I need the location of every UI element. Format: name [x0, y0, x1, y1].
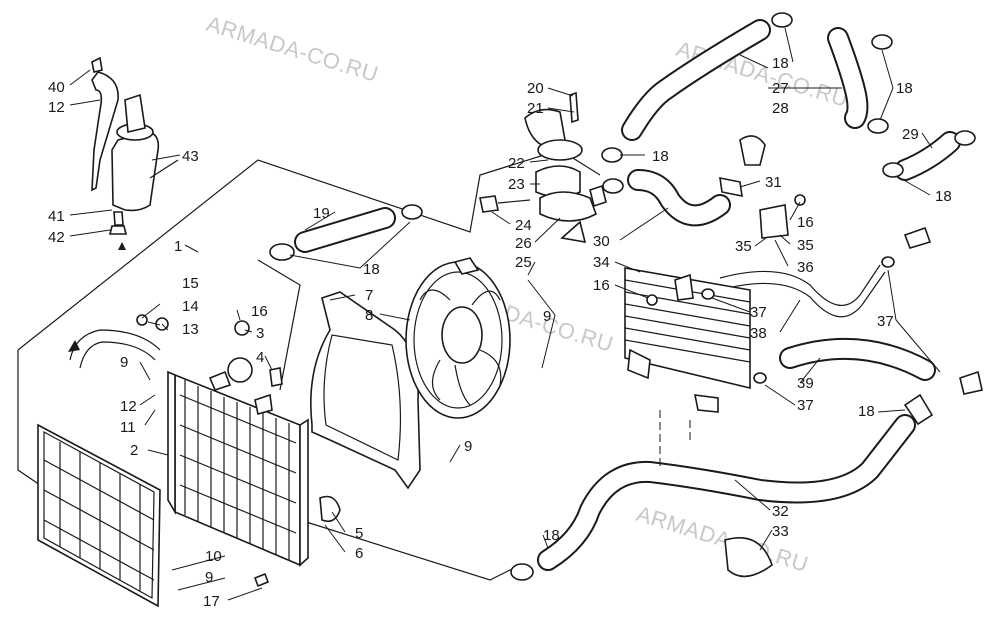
callout-label: 2 [130, 442, 138, 459]
hose-32 [537, 414, 916, 571]
callout-label: 16 [593, 277, 610, 294]
callout-label: 18 [543, 527, 560, 544]
callout-label: 7 [365, 287, 373, 304]
radiator [167, 357, 309, 588]
callout-label: 12 [120, 398, 137, 415]
callout-label: 29 [902, 126, 919, 143]
callout-label: 33 [772, 523, 789, 540]
callout-label: 8 [365, 307, 373, 324]
hose-30 [627, 169, 731, 227]
callout-label: 37 [877, 313, 894, 330]
coolant-reservoir [91, 56, 179, 235]
callout-label: 43 [182, 148, 199, 165]
callout-label: 34 [593, 254, 610, 271]
callout-label: 22 [508, 155, 525, 172]
callout-label: 9 [543, 308, 551, 325]
callout-label: 18 [652, 148, 669, 165]
callout-label: 13 [182, 321, 199, 338]
callout-label: 15 [182, 275, 199, 292]
fittings [136, 135, 983, 578]
callout-label: 9 [120, 354, 128, 371]
callout-label: 35 [735, 238, 752, 255]
callout-label: 28 [772, 100, 789, 117]
callout-label: 37 [750, 304, 767, 321]
callout-label: 4 [256, 349, 264, 366]
leader-lines [69, 27, 941, 601]
hose-29 [894, 131, 961, 181]
callout-label: 25 [515, 254, 532, 271]
callout-label: 19 [313, 205, 330, 222]
callout-label: 11 [120, 419, 136, 436]
callout-label: 39 [797, 375, 814, 392]
radiator-screen [37, 423, 161, 608]
callout-label: 3 [256, 325, 264, 342]
callout-label: 1 [174, 238, 182, 255]
hose-clamps [269, 12, 976, 581]
callout-numbers: 40 12 43 41 42 1 15 14 13 16 3 4 9 12 11… [48, 55, 952, 610]
thermostat-housing [479, 91, 607, 243]
callout-label: 18 [896, 80, 913, 97]
hose-27 [621, 19, 771, 141]
callout-label: 27 [772, 80, 789, 97]
callout-label: 14 [182, 298, 199, 315]
callout-label: 26 [515, 235, 532, 252]
direction-arrows [68, 242, 126, 352]
callout-label: 10 [205, 548, 222, 565]
callout-label: 18 [363, 261, 380, 278]
callout-label: 9 [464, 438, 472, 455]
engine-reference [659, 410, 691, 470]
callout-label: 17 [203, 593, 220, 610]
watermark: ARMADA-CO.RU [204, 11, 382, 87]
callout-label: 5 [355, 525, 363, 542]
cooling-fan [405, 257, 511, 419]
oil-cooler [624, 267, 751, 413]
callout-label: 23 [508, 176, 525, 193]
callout-label: 20 [527, 80, 544, 97]
callout-label: 37 [797, 397, 814, 414]
callout-label: 31 [765, 174, 782, 191]
callout-label: 12 [48, 99, 65, 116]
callout-label: 18 [935, 188, 952, 205]
callout-label: 42 [48, 229, 65, 246]
hose-38 [719, 264, 886, 318]
callout-label: 16 [251, 303, 268, 320]
callout-label: 38 [750, 325, 767, 342]
callout-label: 32 [772, 503, 789, 520]
callout-label: 21 [527, 100, 544, 117]
callout-label: 30 [593, 233, 610, 250]
callout-label: 41 [48, 208, 65, 225]
callout-label: 18 [858, 403, 875, 420]
hose-28 [827, 27, 869, 129]
callout-label: 36 [797, 259, 814, 276]
callout-label: 16 [797, 214, 814, 231]
hose-19 [294, 207, 396, 253]
hose-39 [779, 337, 936, 381]
bypass-hose [69, 329, 161, 369]
callout-label: 24 [515, 217, 532, 234]
callout-label: 18 [772, 55, 789, 72]
callout-label: 9 [205, 569, 213, 586]
callout-label: 35 [797, 237, 814, 254]
callout-label: 6 [355, 545, 363, 562]
callout-label: 40 [48, 79, 65, 96]
